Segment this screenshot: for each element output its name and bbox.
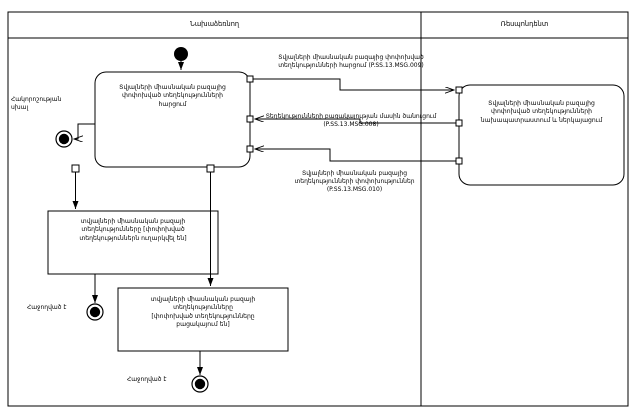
final-node-error-shape xyxy=(55,130,73,148)
edge-label-success-bottom: Հաջողված է xyxy=(127,376,167,383)
activity-request-changed-info-label: Տվյալների միասնական բազայից փոփոխված տեղ… xyxy=(119,84,226,108)
initial-node-shape xyxy=(174,47,188,61)
activity-prepare-present-label: Տվյալների միասնական բազայից փոփոխված տեղ… xyxy=(480,100,603,124)
message-008-label: Տեղեկությունների բացակայության մասին ծան… xyxy=(265,113,437,129)
lane-title-respondent: Ռեսպոնդենտ xyxy=(500,20,549,28)
lane-title-initiator: Նախաձեռնող xyxy=(189,20,240,28)
edge-label-success-left: Հաջողված է xyxy=(27,304,67,311)
final-node-success-bottom-shape xyxy=(191,375,209,393)
object-info-sent-label: տվյալների միասնական բազայի տեղեկությունն… xyxy=(79,218,187,242)
final-node-success-left-shape xyxy=(86,303,104,321)
edge-label-identification-error: Հակորոշության սխալ xyxy=(11,96,62,112)
object-info-absent-label: տվյալների միասնական բազայի տեղեկությունն… xyxy=(150,296,256,329)
message-009-label: Տվյալների միասնական բազայից փոփոխված տեղ… xyxy=(278,54,424,70)
message-010-label: Տվյալների միասնական բազայից տեղեկություն… xyxy=(294,170,415,194)
